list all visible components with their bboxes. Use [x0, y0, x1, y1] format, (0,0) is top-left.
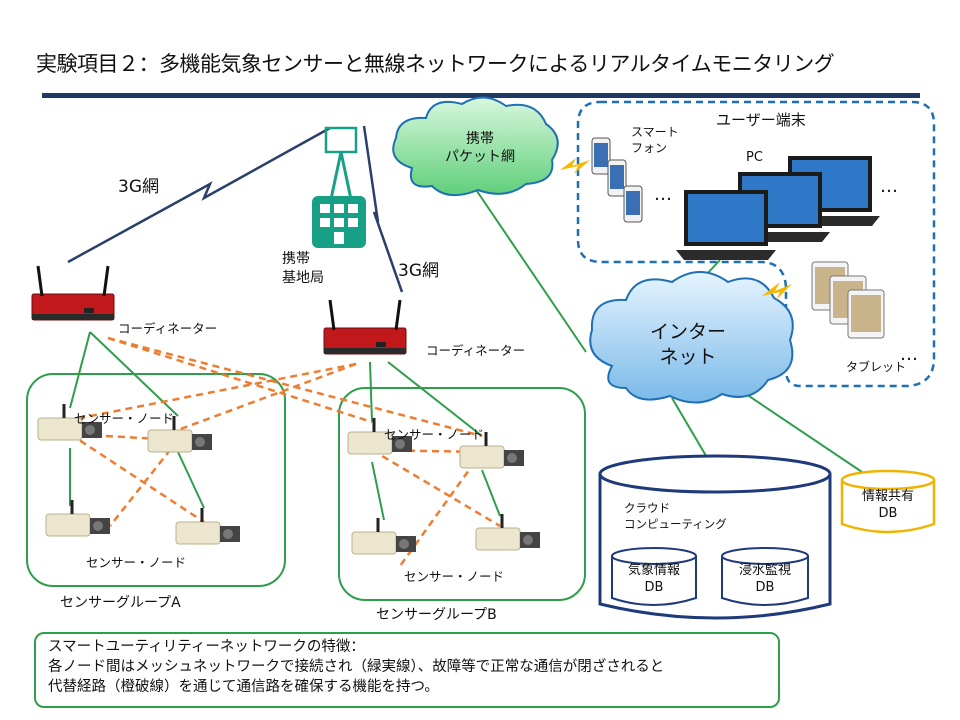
user-terminals-label: ユーザー端末	[716, 111, 806, 129]
packet-network-label: 携帯パケット網	[445, 131, 515, 166]
link-3g-left	[67, 126, 331, 264]
coordinator-label-left: コーディネーター	[118, 321, 218, 336]
feature-note-line2: 代替経路（橙破線）を通じて通信路を確保する機能を持つ。	[48, 679, 439, 695]
weather-db-cylinder	[611, 547, 697, 606]
coordinator-label-right: コーディネーター	[426, 343, 526, 358]
sensor-node-a3	[44, 498, 112, 538]
network-3g-label-right: 3G網	[398, 261, 439, 281]
group-b-label: センサーグループB	[376, 607, 497, 623]
coordinator-router-right	[322, 298, 408, 356]
base-station-label: 携帯基地局	[282, 251, 324, 286]
sensor-node-label-b2: センサー・ノード	[404, 569, 505, 584]
smartphone-2	[607, 159, 627, 197]
shared-db-cylinder	[840, 469, 936, 534]
sensor-node-a4	[174, 506, 242, 546]
sensor-node-label-a2: センサー・ノード	[86, 555, 187, 570]
flood-db-cylinder	[721, 547, 809, 606]
tablet-3	[847, 289, 885, 339]
smartphone-3	[623, 185, 643, 223]
tablet-label: タブレット	[846, 360, 907, 374]
sensor-node-b3	[350, 516, 418, 556]
coordinator-router-left	[30, 264, 116, 322]
internet-label: インターネット	[649, 321, 726, 368]
base-station-tower	[312, 126, 366, 248]
pc-label: PC	[746, 150, 763, 165]
sensor-node-b4	[474, 512, 542, 552]
page-title: 実験項目２：多機能気象センサーと無線ネットワークによるリアルタイムモニタリング	[36, 52, 835, 76]
ellipsis-tablets: …	[900, 344, 918, 365]
network-3g-label-left: 3G網	[118, 177, 159, 197]
lightning-icon-tablet	[762, 282, 792, 300]
sensor-group-a-box	[26, 373, 286, 587]
sensor-node-label-a: センサー・ノード	[74, 411, 175, 426]
smartphone-label: スマートフォン	[631, 125, 679, 155]
cloud-computing-label: クラウドコンピューティング	[624, 501, 727, 531]
sensor-node-label-b: センサー・ノード	[384, 427, 485, 442]
packet-network-cloud	[392, 96, 559, 197]
feature-note-line1: 各ノード間はメッシュネットワークで接続され（緑実線）、故障等で正常な通信が閉ざさ…	[48, 659, 665, 675]
sensor-group-b-box	[338, 387, 586, 601]
internet-cloud	[589, 271, 794, 404]
lightning-icon-phone	[560, 158, 590, 174]
ellipsis-phones: …	[654, 184, 672, 205]
laptop-1	[676, 190, 776, 260]
group-a-label: センサーグループA	[60, 595, 181, 611]
ellipsis-pcs: …	[880, 176, 898, 197]
feature-note: スマートユーティリティーネットワークの特徴： 各ノード間はメッシュネットワークで…	[34, 632, 780, 708]
feature-note-heading: スマートユーティリティーネットワークの特徴：	[48, 639, 365, 655]
smartphone-1	[591, 137, 611, 175]
title-rule	[42, 93, 920, 98]
link-3g-right	[362, 125, 404, 293]
